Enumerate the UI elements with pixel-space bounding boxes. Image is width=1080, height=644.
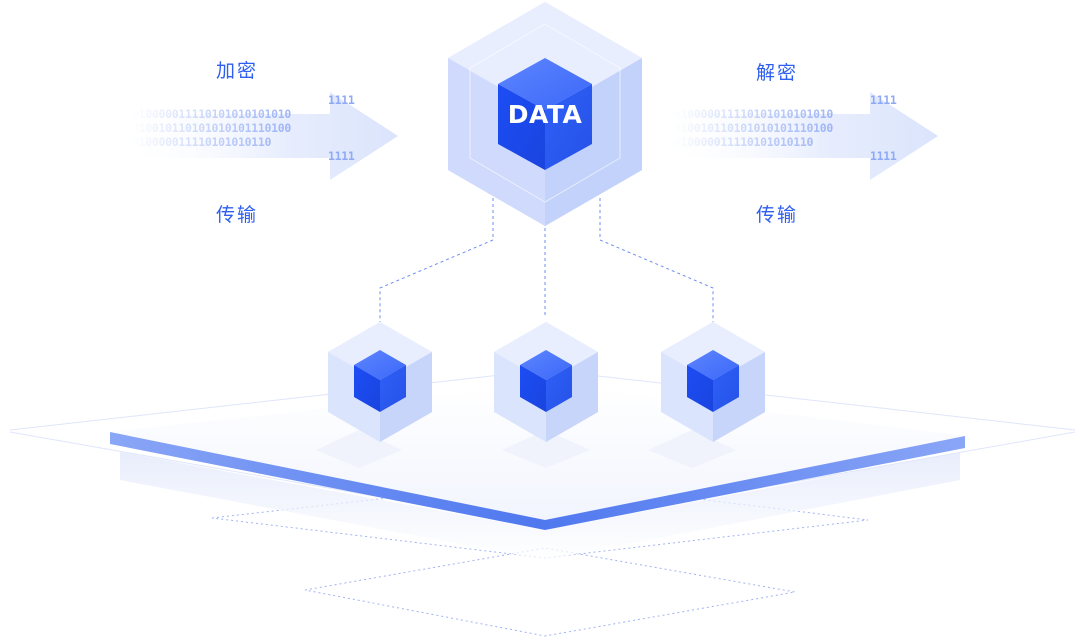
transfer-label-left: 传输 (216, 204, 259, 226)
binary-row: 010000011110101010101010 (132, 107, 291, 121)
center-node-label: DATA (508, 100, 583, 129)
child-node-right (648, 322, 765, 468)
encrypt-label: 加密 (216, 60, 259, 82)
binary-row: 010010110101010101110100 (132, 121, 291, 135)
platform-shadow (120, 452, 960, 560)
binary-row: 1111 (870, 93, 897, 107)
center-cube-icon (498, 58, 592, 170)
binary-stream-right: 1111 010000011110101010101010 0100101101… (674, 93, 942, 179)
center-data-node: DATA (448, 2, 642, 226)
transfer-label-right: 传输 (756, 204, 799, 226)
binary-row: 010010110101010101110100 (674, 121, 833, 135)
decrypt-stream-arrow (660, 92, 938, 180)
binary-stream-left: 1111 010000011110101010101010 0100101101… (132, 93, 400, 179)
cube-icon (687, 350, 739, 412)
platform-edge (110, 432, 965, 530)
decrypt-label: 解密 (756, 62, 799, 84)
lower-platform-outlines (211, 479, 869, 637)
connector-lines (379, 198, 714, 322)
encrypt-stream-arrow (120, 92, 398, 180)
binary-row: 1111 (328, 149, 355, 163)
child-node-left (316, 322, 432, 468)
binary-row: 1111 (870, 149, 897, 163)
binary-row: 010000011110101010101010 (674, 107, 833, 121)
binary-row: 010000011110101010110 (674, 135, 814, 149)
child-node-middle (494, 322, 598, 468)
binary-row: 010000011110101010110 (132, 135, 272, 149)
cube-icon (354, 350, 406, 412)
binary-row: 1111 (328, 93, 355, 107)
cube-icon (520, 350, 572, 412)
